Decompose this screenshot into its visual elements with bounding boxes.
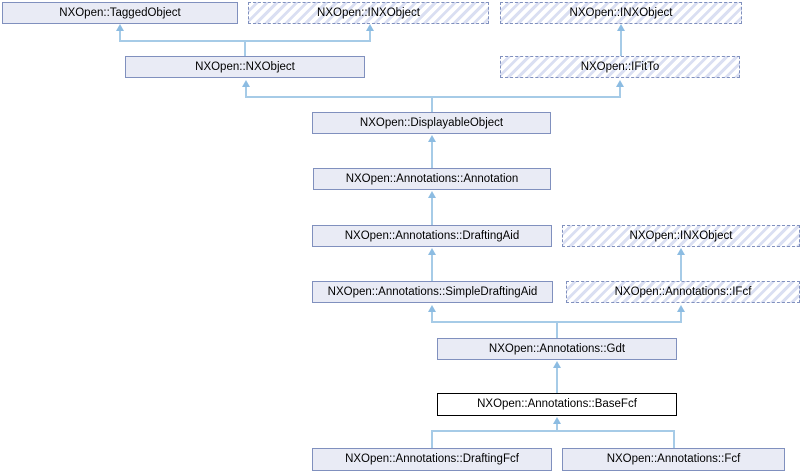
- inheritance-arrowhead-icon: [428, 248, 436, 255]
- class-node-inxobject-2[interactable]: NXOpen::INXObject: [500, 2, 742, 24]
- inheritance-arrowhead-icon: [553, 361, 561, 368]
- class-node-ifitto[interactable]: NXOpen::IFitTo: [500, 56, 740, 78]
- inheritance-arrowhead-icon: [553, 417, 561, 424]
- inheritance-arrowhead-icon: [428, 305, 436, 312]
- edge-line: [245, 96, 621, 98]
- inheritance-arrowhead-icon: [428, 191, 436, 198]
- edge-line: [431, 96, 433, 112]
- edge-line: [680, 254, 682, 281]
- class-node-draftingaid[interactable]: NXOpen::Annotations::DraftingAid: [312, 225, 552, 247]
- class-node-draftingfcf[interactable]: NXOpen::Annotations::DraftingFcf: [312, 448, 552, 471]
- edge-line: [619, 86, 621, 96]
- inheritance-arrowhead-icon: [366, 24, 374, 31]
- edge-line: [119, 30, 121, 40]
- inheritance-arrowhead-icon: [242, 80, 250, 87]
- edge-line: [369, 30, 371, 40]
- class-node-nxobject[interactable]: NXOpen::NXObject: [125, 56, 365, 78]
- edge-line: [244, 40, 246, 56]
- class-node-fcf[interactable]: NXOpen::Annotations::Fcf: [562, 448, 785, 471]
- edge-line: [680, 311, 682, 321]
- edge-line: [431, 430, 433, 448]
- edge-line: [556, 423, 558, 430]
- edge-line: [431, 141, 433, 168]
- edge-line: [556, 367, 558, 393]
- inheritance-arrowhead-icon: [617, 24, 625, 31]
- edge-line: [431, 197, 433, 225]
- edge-line: [673, 430, 675, 448]
- class-node-inxobject-3[interactable]: NXOpen::INXObject: [562, 225, 800, 247]
- inheritance-arrowhead-icon: [677, 305, 685, 312]
- edge-line: [431, 254, 433, 281]
- class-node-simpledraftingaid[interactable]: NXOpen::Annotations::SimpleDraftingAid: [312, 281, 553, 303]
- class-node-displayableobject[interactable]: NXOpen::DisplayableObject: [312, 112, 551, 134]
- edge-line: [620, 30, 622, 56]
- class-node-taggedobject[interactable]: NXOpen::TaggedObject: [2, 2, 238, 24]
- edge-line: [245, 86, 247, 96]
- class-node-annotation[interactable]: NXOpen::Annotations::Annotation: [313, 168, 551, 190]
- class-node-basefcf-current: NXOpen::Annotations::BaseFcf: [437, 393, 677, 416]
- class-node-ifcf[interactable]: NXOpen::Annotations::IFcf: [566, 281, 800, 303]
- class-node-inxobject-1[interactable]: NXOpen::INXObject: [248, 2, 489, 24]
- edge-line: [431, 311, 433, 321]
- class-node-gdt[interactable]: NXOpen::Annotations::Gdt: [437, 338, 677, 360]
- inheritance-arrowhead-icon: [116, 24, 124, 31]
- inheritance-arrowhead-icon: [616, 80, 624, 87]
- inheritance-arrowhead-icon: [677, 248, 685, 255]
- edge-line: [431, 430, 675, 432]
- edge-line: [556, 321, 558, 338]
- inheritance-arrowhead-icon: [428, 135, 436, 142]
